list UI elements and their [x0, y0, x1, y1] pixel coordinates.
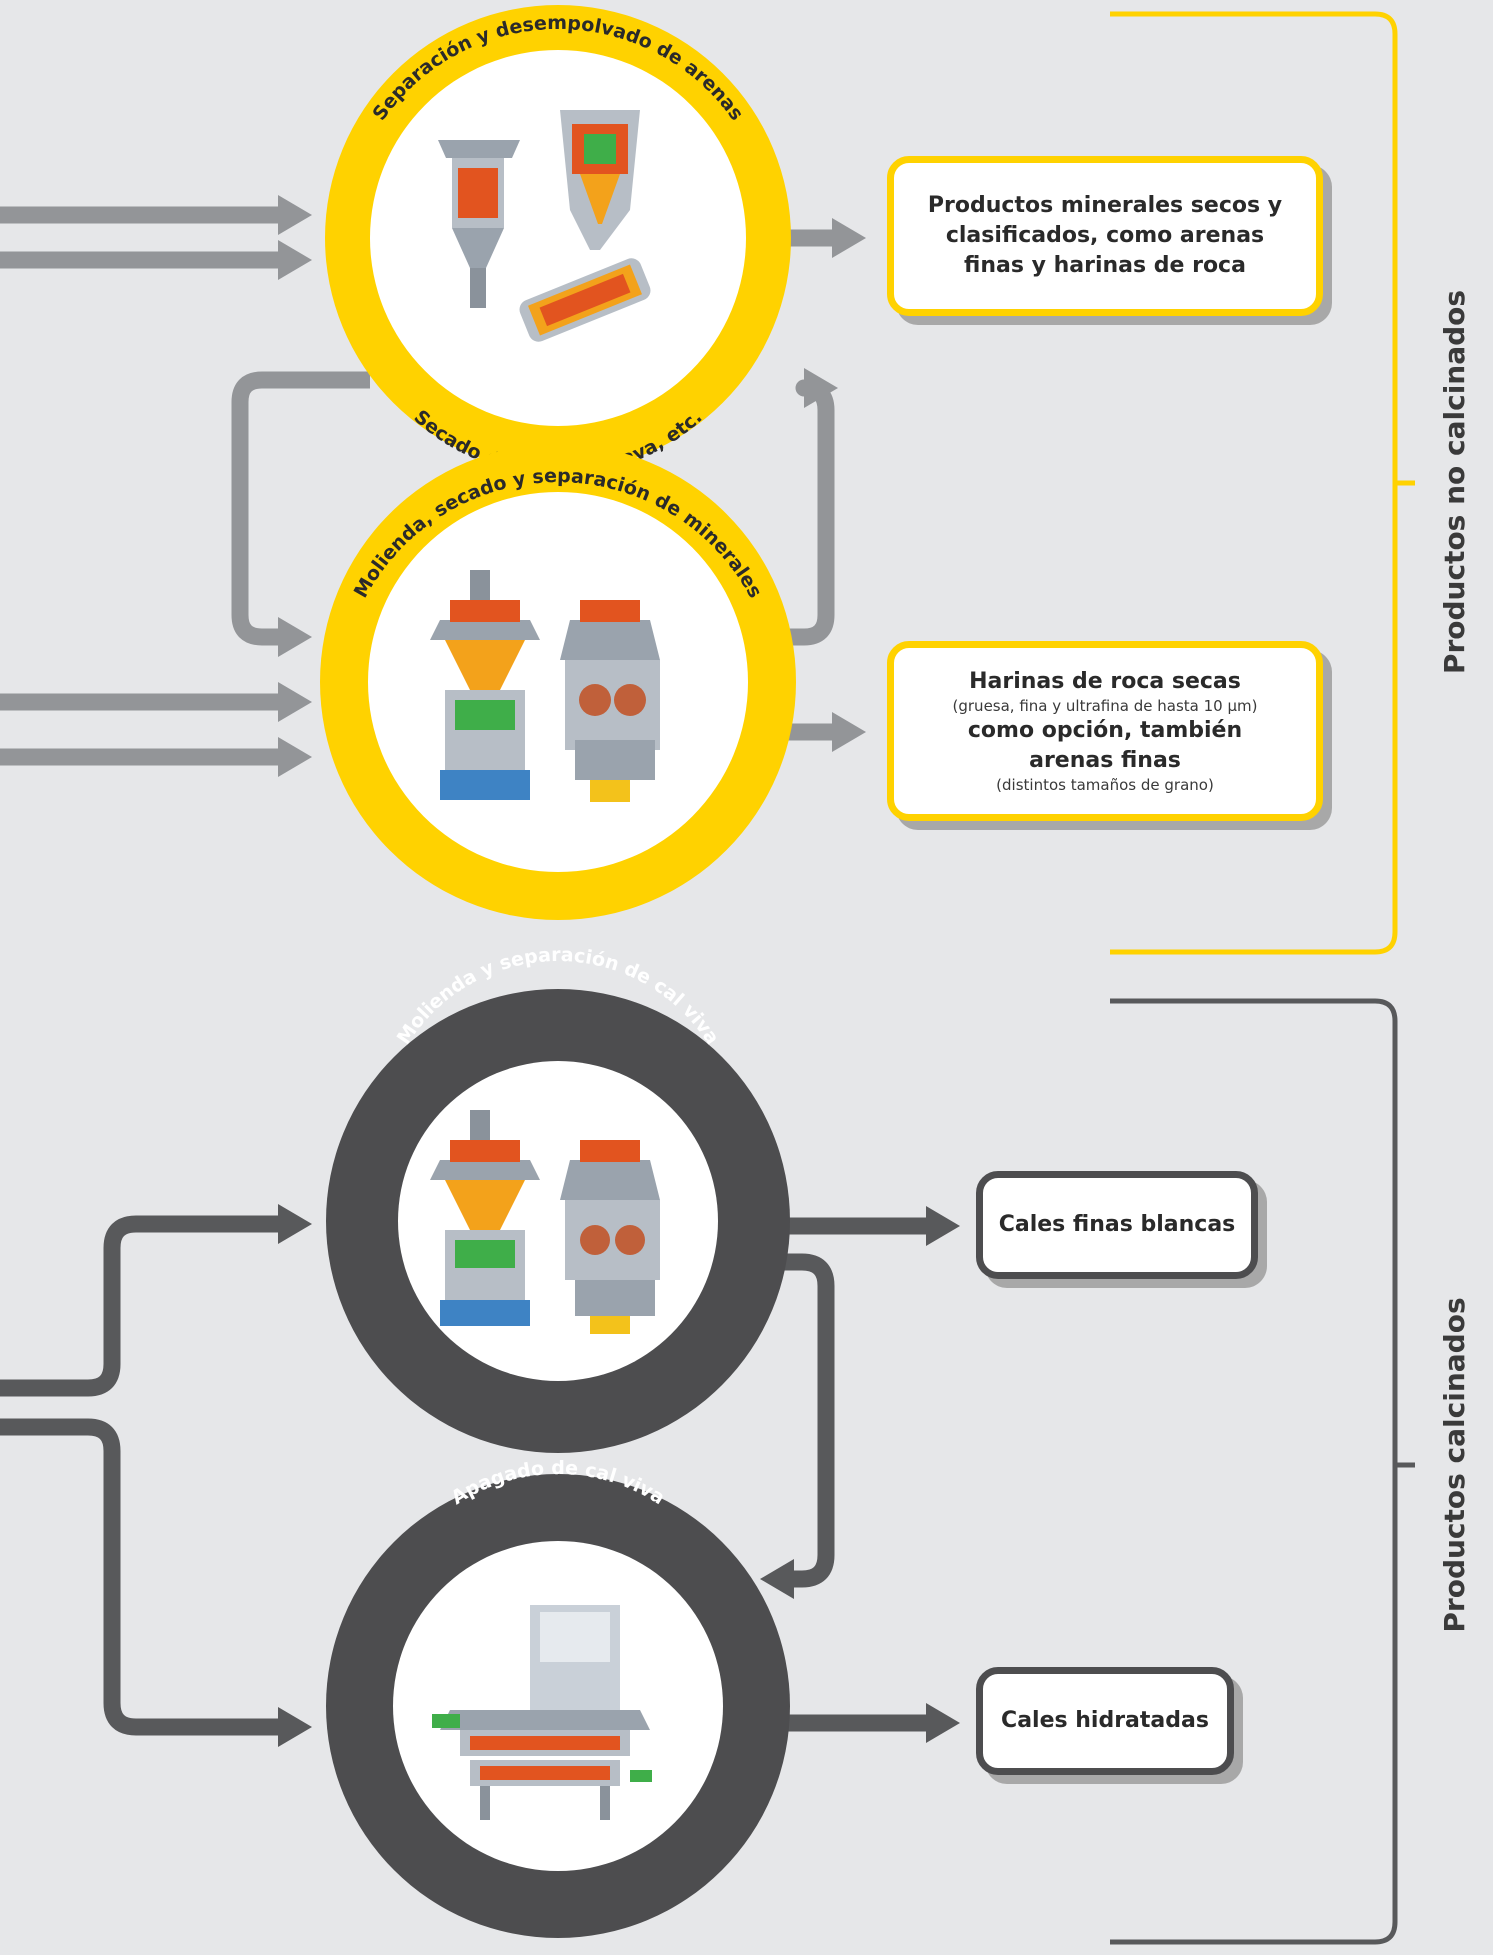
separator-machine-illustration — [438, 110, 651, 342]
group-label-uncalcined: Productos no calcinados — [1438, 289, 1471, 675]
output-box-white-lime: Cales finas blancas — [976, 1171, 1258, 1279]
loop-arrow-right — [758, 368, 838, 646]
output-hydrated-lime-text: Cales hidratadas — [1001, 1708, 1209, 1733]
bracket-calcined — [1110, 998, 1415, 1945]
output-box-dry-minerals: Productos minerales secos y clasificados… — [887, 156, 1323, 316]
mill-illustration-quicklime — [430, 1110, 660, 1334]
arrows-calcined — [0, 1204, 960, 1747]
input-arrow-lime — [0, 1204, 312, 1397]
output-rock-flours-title: Harinas de roca secas — [969, 669, 1241, 694]
circle-quicklime-grinding: Molienda y separación de cal viva — [326, 944, 790, 1453]
input-arrow-slaking — [0, 1418, 312, 1747]
mill-illustration-mineral — [430, 570, 660, 802]
input-arrows-uncalcined — [0, 195, 866, 777]
group-label-calcined: Productos calcinados — [1438, 1297, 1471, 1633]
hydrator-illustration — [432, 1605, 652, 1820]
transfer-arrow-to-slaking — [760, 1253, 835, 1599]
circle-mineral-grinding: Molienda, secado y separación de mineral… — [320, 444, 796, 920]
output-rock-flours-subtitle: (gruesa, fina y ultrafina de hasta 10 µm… — [952, 697, 1258, 715]
output-rock-flours-option: como opción, también arenas finas — [967, 718, 1243, 773]
circle-sand-separation: Separación y desempolvado de arenas Seca… — [325, 5, 791, 481]
circle-slaking: Apagado de cal viva — [326, 1457, 790, 1938]
bracket-uncalcined — [1110, 11, 1415, 955]
output-dry-minerals-text: Productos minerales secos y clasificados… — [927, 193, 1283, 278]
loop-arrow-left — [231, 371, 370, 657]
output-rock-flours-note: (distintos tamaños de grano) — [996, 776, 1214, 794]
output-white-lime-text: Cales finas blancas — [998, 1212, 1236, 1237]
output-box-hydrated-lime: Cales hidratadas — [976, 1667, 1234, 1775]
output-box-rock-flours: Harinas de roca secas (gruesa, fina y ul… — [887, 641, 1323, 821]
